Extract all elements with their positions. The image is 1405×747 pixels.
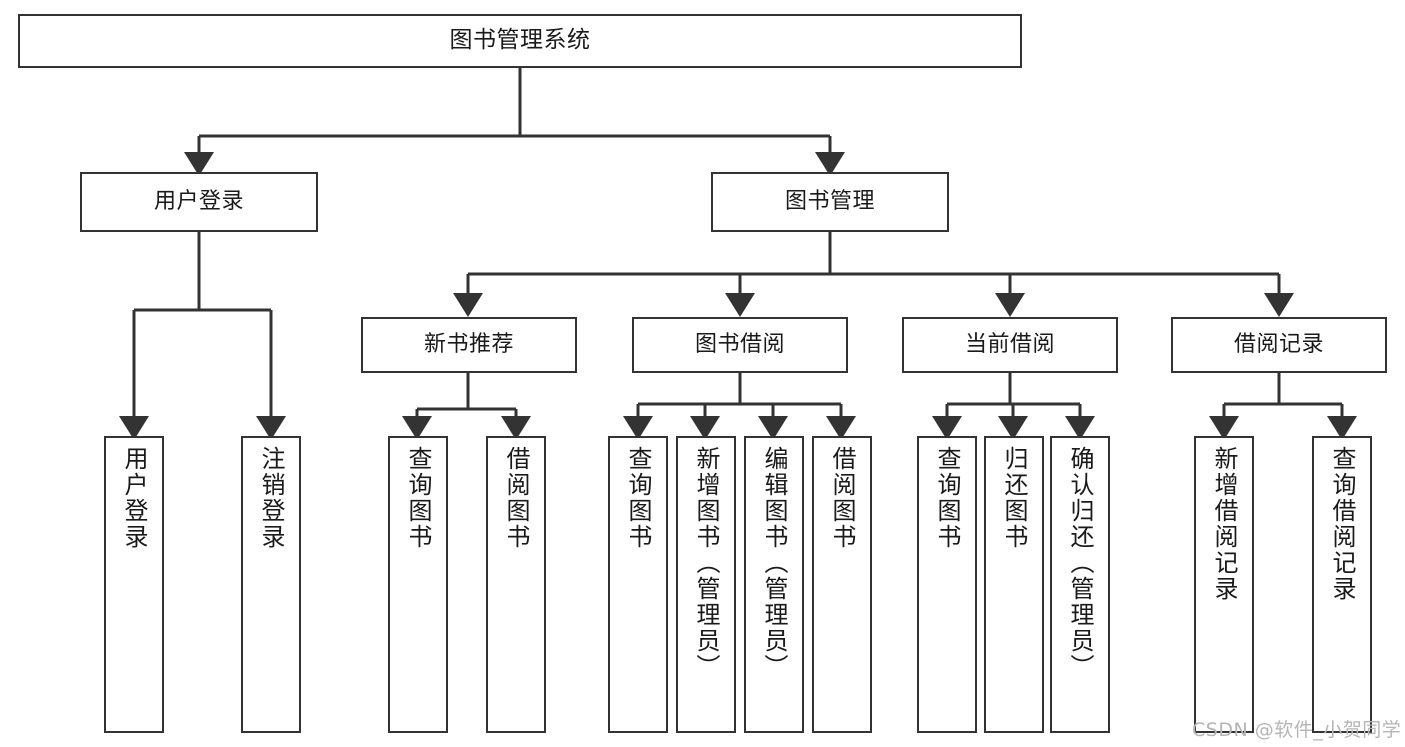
leaf-current-query-book[interactable]: 查询图书 [917,436,977,733]
node-label: 查询图书 [624,446,652,550]
leaf-new-book-borrow[interactable]: 借阅图书 [486,436,546,733]
leaf-user-login-login[interactable]: 用户登录 [104,436,164,733]
leaf-borrow-add-book[interactable]: 新增图书（管理员） [676,436,736,733]
node-label: 图书管理 [784,189,875,215]
leaf-current-return-book[interactable]: 归还图书 [984,436,1044,733]
node-book-management[interactable]: 图书管理 [711,172,949,232]
node-label: 新增借阅记录 [1210,446,1238,602]
node-book-borrow[interactable]: 图书借阅 [632,317,848,373]
leaf-borrow-edit-book[interactable]: 编辑图书（管理员） [744,436,804,733]
node-current-borrow[interactable]: 当前借阅 [902,317,1118,373]
leaf-borrow-borrow-book[interactable]: 借阅图书 [812,436,872,733]
node-label: 图书管理系统 [449,27,591,54]
node-label: 借阅图书 [502,446,530,550]
node-user-login[interactable]: 用户登录 [80,172,318,232]
node-label: 归还图书 [1000,446,1028,550]
node-label: 用户登录 [120,446,148,550]
node-borrow-record[interactable]: 借阅记录 [1171,317,1387,373]
node-label: 查询图书 [404,446,432,550]
leaf-current-confirm-return[interactable]: 确认归还（管理员） [1050,436,1110,733]
node-label: 编辑图书（管理员） [760,446,788,680]
leaf-borrow-query-book[interactable]: 查询图书 [608,436,668,733]
node-label: 查询借阅记录 [1328,446,1356,602]
node-label: 借阅记录 [1233,332,1324,358]
node-label: 查询图书 [933,446,961,550]
node-label: 注销登录 [257,446,285,550]
node-label: 借阅图书 [828,446,856,550]
leaf-new-book-query[interactable]: 查询图书 [388,436,448,733]
leaf-record-add-record[interactable]: 新增借阅记录 [1194,436,1254,733]
node-new-book-recommend[interactable]: 新书推荐 [361,317,577,373]
leaf-record-query-record[interactable]: 查询借阅记录 [1312,436,1372,733]
leaf-user-login-logout[interactable]: 注销登录 [241,436,301,733]
node-label: 用户登录 [153,189,244,215]
node-label: 新增图书（管理员） [692,446,720,680]
node-label: 图书借阅 [694,332,785,358]
node-root-system[interactable]: 图书管理系统 [18,14,1022,68]
node-label: 当前借阅 [964,332,1055,358]
node-label: 确认归还（管理员） [1066,446,1094,680]
node-label: 新书推荐 [423,332,514,358]
